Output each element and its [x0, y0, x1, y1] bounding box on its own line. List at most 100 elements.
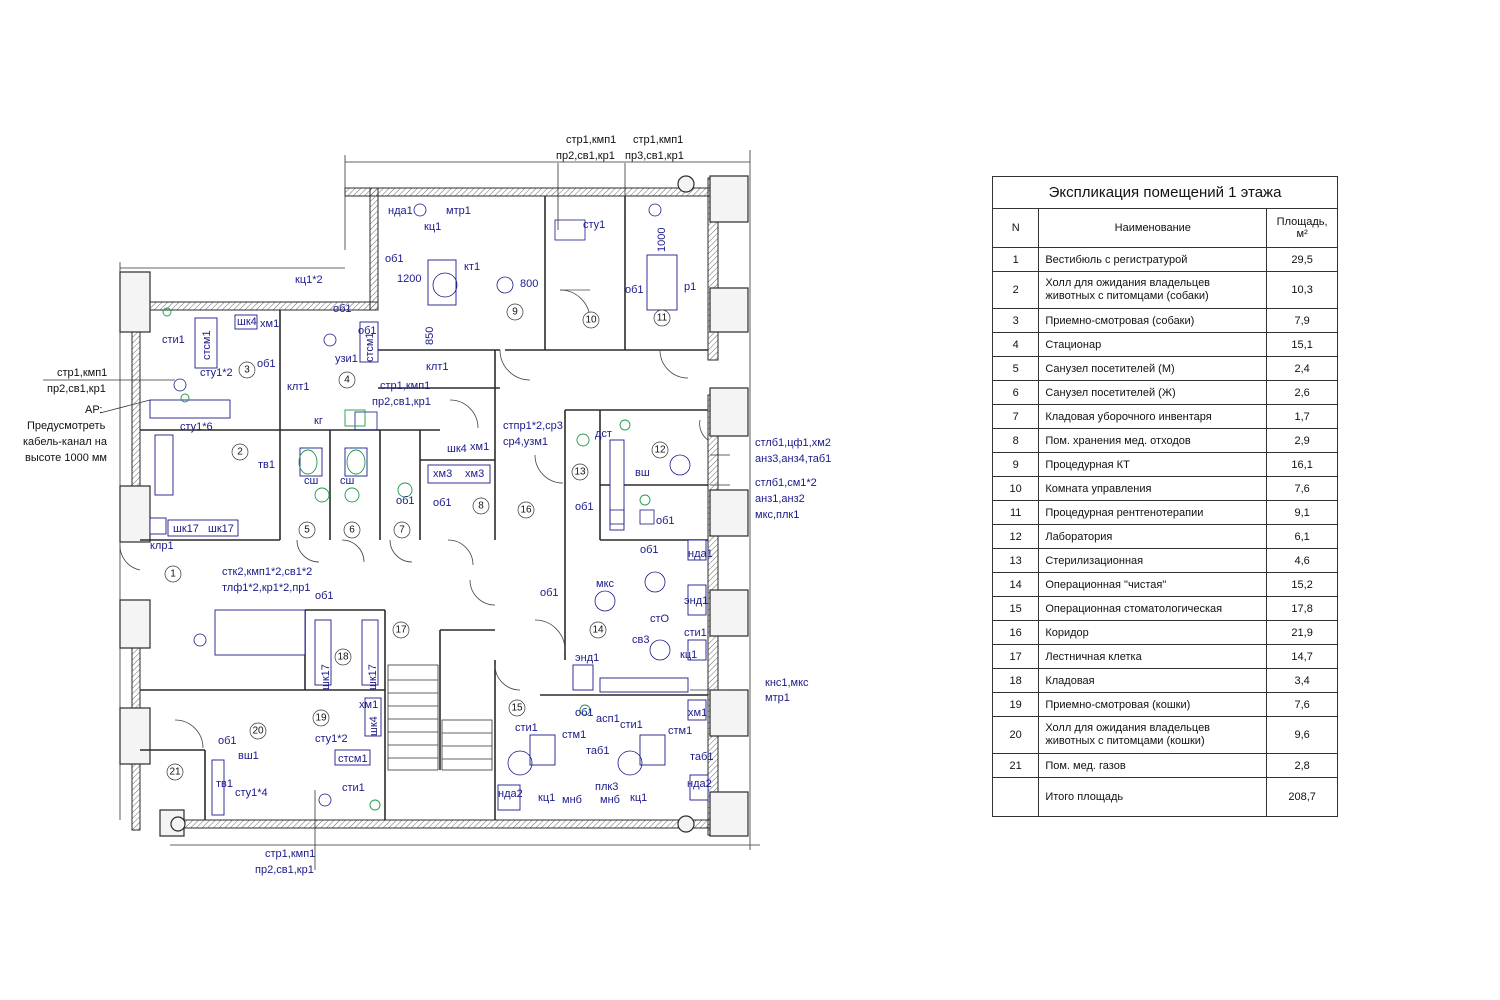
cell-area: 9,1	[1266, 500, 1338, 525]
equipment-label: нда2	[687, 778, 712, 790]
room-number: 15	[511, 703, 523, 714]
cell-name: Холл для ожидания владельцев животных с …	[1038, 271, 1268, 309]
equipment-label: стсм1	[338, 753, 368, 765]
equipment-label: кг	[314, 415, 323, 427]
cell-area: 2,9	[1266, 428, 1338, 453]
room-number: 4	[344, 375, 350, 386]
equipment-label: кц1	[538, 792, 555, 804]
cell-n: 15	[991, 596, 1040, 621]
callout-text: пр2,св1,кр1	[47, 383, 106, 395]
room-number: 19	[315, 713, 327, 724]
table-title-row: Экспликация помещений 1 этажа	[992, 176, 1338, 209]
equipment-label: об1	[358, 325, 377, 337]
equipment-label: об1	[333, 303, 352, 315]
equipment-label: 1000	[656, 228, 668, 252]
cell-n: 13	[991, 548, 1040, 573]
equipment-label: хм1	[359, 699, 378, 711]
room-number: 7	[399, 525, 405, 536]
callout-text: стр1,кмп1	[265, 848, 315, 860]
table-header-row: N Наименование Площадь, м²	[991, 208, 1338, 248]
equipment-label: св3	[632, 634, 649, 646]
room-number: 2	[237, 447, 243, 458]
equipment-label: сту1	[583, 219, 605, 231]
callout-text: пр2,св1,кр1	[372, 396, 431, 408]
table-title: Экспликация помещений 1 этажа	[992, 176, 1338, 209]
cell-name: Кладовая уборочного инвентаря	[1038, 404, 1268, 429]
equipment-label: асп1	[596, 713, 620, 725]
equipment-label: сти1	[162, 334, 185, 346]
room-number: 8	[478, 501, 484, 512]
room-number: 3	[244, 365, 250, 376]
room-number: 12	[654, 445, 666, 456]
cell-n: 12	[991, 524, 1040, 549]
cell-area: 9,6	[1266, 716, 1338, 754]
equipment-label: об1	[656, 515, 675, 527]
equipment-label: об1	[575, 501, 594, 513]
cell-n: 8	[991, 428, 1040, 453]
callout-text: стпр1*2,ср3	[503, 420, 563, 432]
equipment-label: нда1	[688, 548, 713, 560]
cell-name: Операционная "чистая"	[1038, 572, 1268, 597]
room-number: 14	[592, 625, 604, 636]
cell-n: 17	[991, 644, 1040, 669]
cell-name: Комната управления	[1038, 476, 1268, 501]
cell-n: 11	[991, 500, 1040, 525]
cell-name: Санузел посетителей (М)	[1038, 356, 1268, 381]
cell-name: Стерилизационная	[1038, 548, 1268, 573]
cell-name: Лестничная клетка	[1038, 644, 1268, 669]
equipment-label: сти1	[620, 719, 643, 731]
callout-text: ср4,узм1	[503, 436, 548, 448]
cell-n: 9	[991, 452, 1040, 477]
cell-name: Процедурная КТ	[1038, 452, 1268, 477]
cell-n: 20	[991, 716, 1040, 754]
equipment-label: энд1	[684, 595, 708, 607]
equipment-label: плк3	[595, 781, 618, 793]
cell-area: 6,1	[1266, 524, 1338, 549]
room-number: 10	[585, 315, 597, 326]
equipment-label: об1	[315, 590, 334, 602]
equipment-label: дст	[595, 428, 612, 440]
total-label: Итого площадь	[1038, 777, 1268, 817]
equipment-label: 800	[520, 278, 538, 290]
equipment-label: нда1	[388, 205, 413, 217]
cell-name: Пом. хранения мед. отходов	[1038, 428, 1268, 453]
cell-n: 6	[991, 380, 1040, 405]
cell-n: 14	[991, 572, 1040, 597]
equipment-label: шк4	[368, 716, 380, 736]
cell-area: 4,6	[1266, 548, 1338, 573]
cell-n	[991, 777, 1040, 817]
cell-area: 2,6	[1266, 380, 1338, 405]
equipment-label: хм1	[688, 707, 707, 719]
room-number: 5	[304, 525, 310, 536]
equipment-label: кц1	[630, 792, 647, 804]
callout-text: стр1,кмп1	[380, 380, 430, 392]
cell-area: 3,4	[1266, 668, 1338, 693]
equipment-label: мкс	[596, 578, 614, 590]
cell-name: Приемно-смотровая (кошки)	[1038, 692, 1268, 717]
callout-text: тлф1*2,кр1*2,пр1	[222, 582, 311, 594]
cell-area: 7,6	[1266, 692, 1338, 717]
equipment-label: клт1	[287, 381, 310, 393]
cell-name: Кладовая	[1038, 668, 1268, 693]
callout-text: стк2,кмп1*2,св1*2	[222, 566, 312, 578]
cell-n: 19	[991, 692, 1040, 717]
equipment-label: об1	[640, 544, 659, 556]
cell-name: Холл для ожидания владельцев животных с …	[1038, 716, 1268, 754]
cell-area: 15,1	[1266, 332, 1338, 357]
cell-n: 2	[991, 271, 1040, 309]
cell-n: 16	[991, 620, 1040, 645]
cell-area: 29,5	[1266, 247, 1338, 272]
header-area: Площадь, м²	[1266, 208, 1338, 248]
callout-text: пр3,св1,кр1	[625, 150, 684, 162]
cell-n: 1	[991, 247, 1040, 272]
cell-area: 17,8	[1266, 596, 1338, 621]
cell-n: 4	[991, 332, 1040, 357]
equipment-label: клт1	[426, 361, 449, 373]
interior-walls	[140, 196, 708, 820]
